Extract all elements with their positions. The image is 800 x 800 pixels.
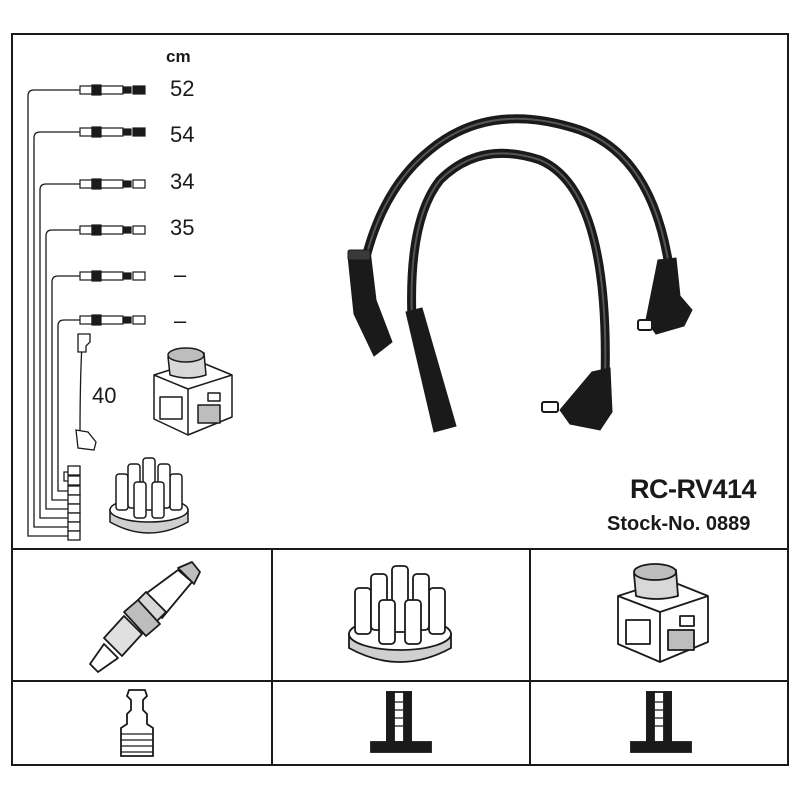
coil-terminal-icon bbox=[630, 691, 692, 753]
diagram-frame bbox=[11, 33, 789, 766]
lead-connector bbox=[79, 178, 146, 190]
lead-connector bbox=[79, 270, 146, 282]
lead-length-1: 52 bbox=[170, 76, 195, 101]
lead-connector bbox=[79, 84, 146, 96]
column-divider-1 bbox=[271, 548, 273, 766]
section-divider bbox=[11, 548, 789, 550]
lead-connector bbox=[79, 224, 146, 236]
stock-number: Stock-No. 0889 bbox=[607, 513, 751, 535]
lead-connector bbox=[79, 126, 146, 138]
column-divider-2 bbox=[529, 548, 531, 766]
spark-plug-icon bbox=[89, 561, 201, 673]
lead-length-2: 54 bbox=[170, 122, 195, 147]
distributor-terminal-icon bbox=[370, 691, 432, 753]
ignition-coil-icon bbox=[153, 347, 233, 436]
part-number: RC-RV414 bbox=[630, 474, 757, 504]
lead-length-6: – bbox=[174, 308, 187, 333]
ignition-coil-large-icon bbox=[617, 563, 709, 663]
lead-length-4: 35 bbox=[170, 215, 195, 240]
row-divider bbox=[11, 680, 789, 682]
lead-length-3: 34 bbox=[170, 169, 195, 194]
lead-connector bbox=[79, 314, 146, 326]
coil-lead-length: 40 bbox=[92, 383, 117, 408]
distributor-cap-icon bbox=[109, 457, 189, 534]
lead-length-5: – bbox=[174, 262, 187, 287]
unit-label: cm bbox=[166, 47, 191, 66]
ignition-leads-illustration bbox=[347, 114, 693, 433]
distributor-cap-large-icon bbox=[348, 565, 452, 663]
spark-plug-terminal-icon bbox=[120, 689, 154, 757]
